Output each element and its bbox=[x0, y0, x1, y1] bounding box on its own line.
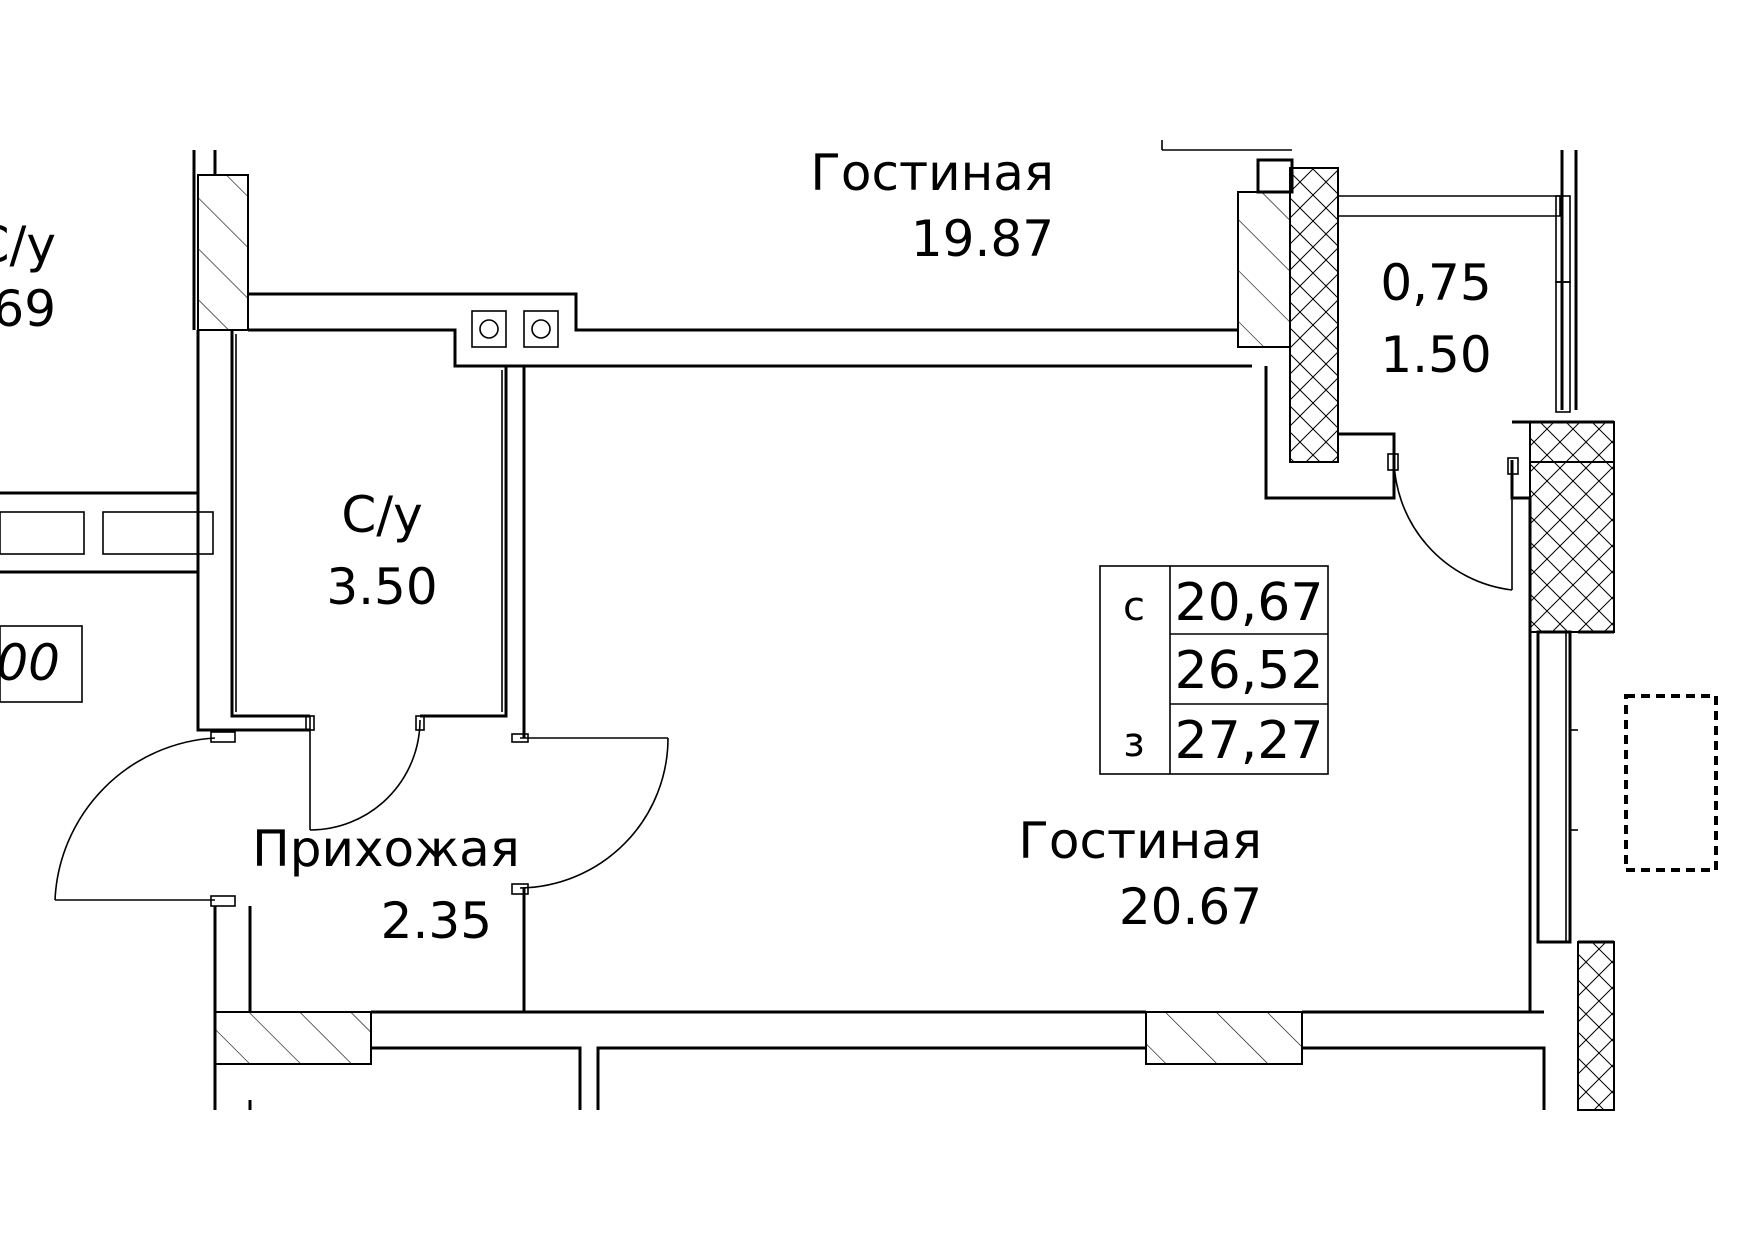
insulation-bottom bbox=[1577, 941, 1615, 1111]
insulation-right bbox=[1529, 461, 1615, 633]
upper-walls bbox=[192, 140, 1294, 368]
area-table: с з 20,67 26,52 27,27 bbox=[1099, 565, 1329, 775]
hallway-area: 2.35 bbox=[381, 892, 492, 950]
concrete-wall-right bbox=[1237, 191, 1291, 348]
insulation-top bbox=[1529, 421, 1615, 463]
balcony-area-a: 0,75 bbox=[1380, 254, 1491, 312]
concrete-wall-left bbox=[197, 174, 249, 331]
lower-walls bbox=[213, 888, 1546, 1110]
bathroom-left-name: С/у bbox=[0, 216, 56, 274]
window bbox=[1536, 630, 1572, 944]
vent-ducts bbox=[471, 310, 559, 348]
area-table-marker-bottom: з bbox=[1123, 720, 1144, 766]
balcony-area-b: 1.50 bbox=[1380, 326, 1491, 384]
area-table-value-1: 20,67 bbox=[1175, 573, 1324, 633]
balcony bbox=[1264, 150, 1615, 633]
living-main-area: 20.67 bbox=[1119, 878, 1262, 936]
right-wall bbox=[1528, 630, 1718, 1111]
bathroom-name: С/у bbox=[341, 486, 422, 544]
bathroom-walls bbox=[196, 330, 1252, 738]
concrete-wall-bottom-right bbox=[1145, 1011, 1303, 1065]
concrete-wall-bottom-left bbox=[214, 1011, 372, 1065]
bathroom-left-area: 3.69 bbox=[0, 280, 56, 338]
area-table-marker-top: с bbox=[1123, 584, 1145, 630]
room-labels: Гостиная 19.87 С/у 3.69 С/у 3.50 0,75 1.… bbox=[0, 144, 1492, 950]
left-tag-box bbox=[0, 625, 83, 703]
living-main-name: Гостиная bbox=[1018, 812, 1262, 870]
living-upper-name: Гостиная bbox=[810, 144, 1054, 202]
hallway-name: Прихожая bbox=[252, 820, 520, 878]
living-upper-area: 19.87 bbox=[911, 210, 1054, 268]
area-table-value-2: 26,52 bbox=[1175, 641, 1324, 701]
left-neighbour bbox=[0, 491, 214, 703]
area-table-value-3: 27,27 bbox=[1175, 711, 1324, 771]
left-tag: 00 bbox=[0, 634, 60, 692]
bathroom-area: 3.50 bbox=[326, 558, 437, 616]
ac-unit-outline bbox=[1624, 694, 1718, 872]
insulation-left bbox=[1289, 167, 1339, 463]
doors bbox=[54, 453, 1519, 907]
